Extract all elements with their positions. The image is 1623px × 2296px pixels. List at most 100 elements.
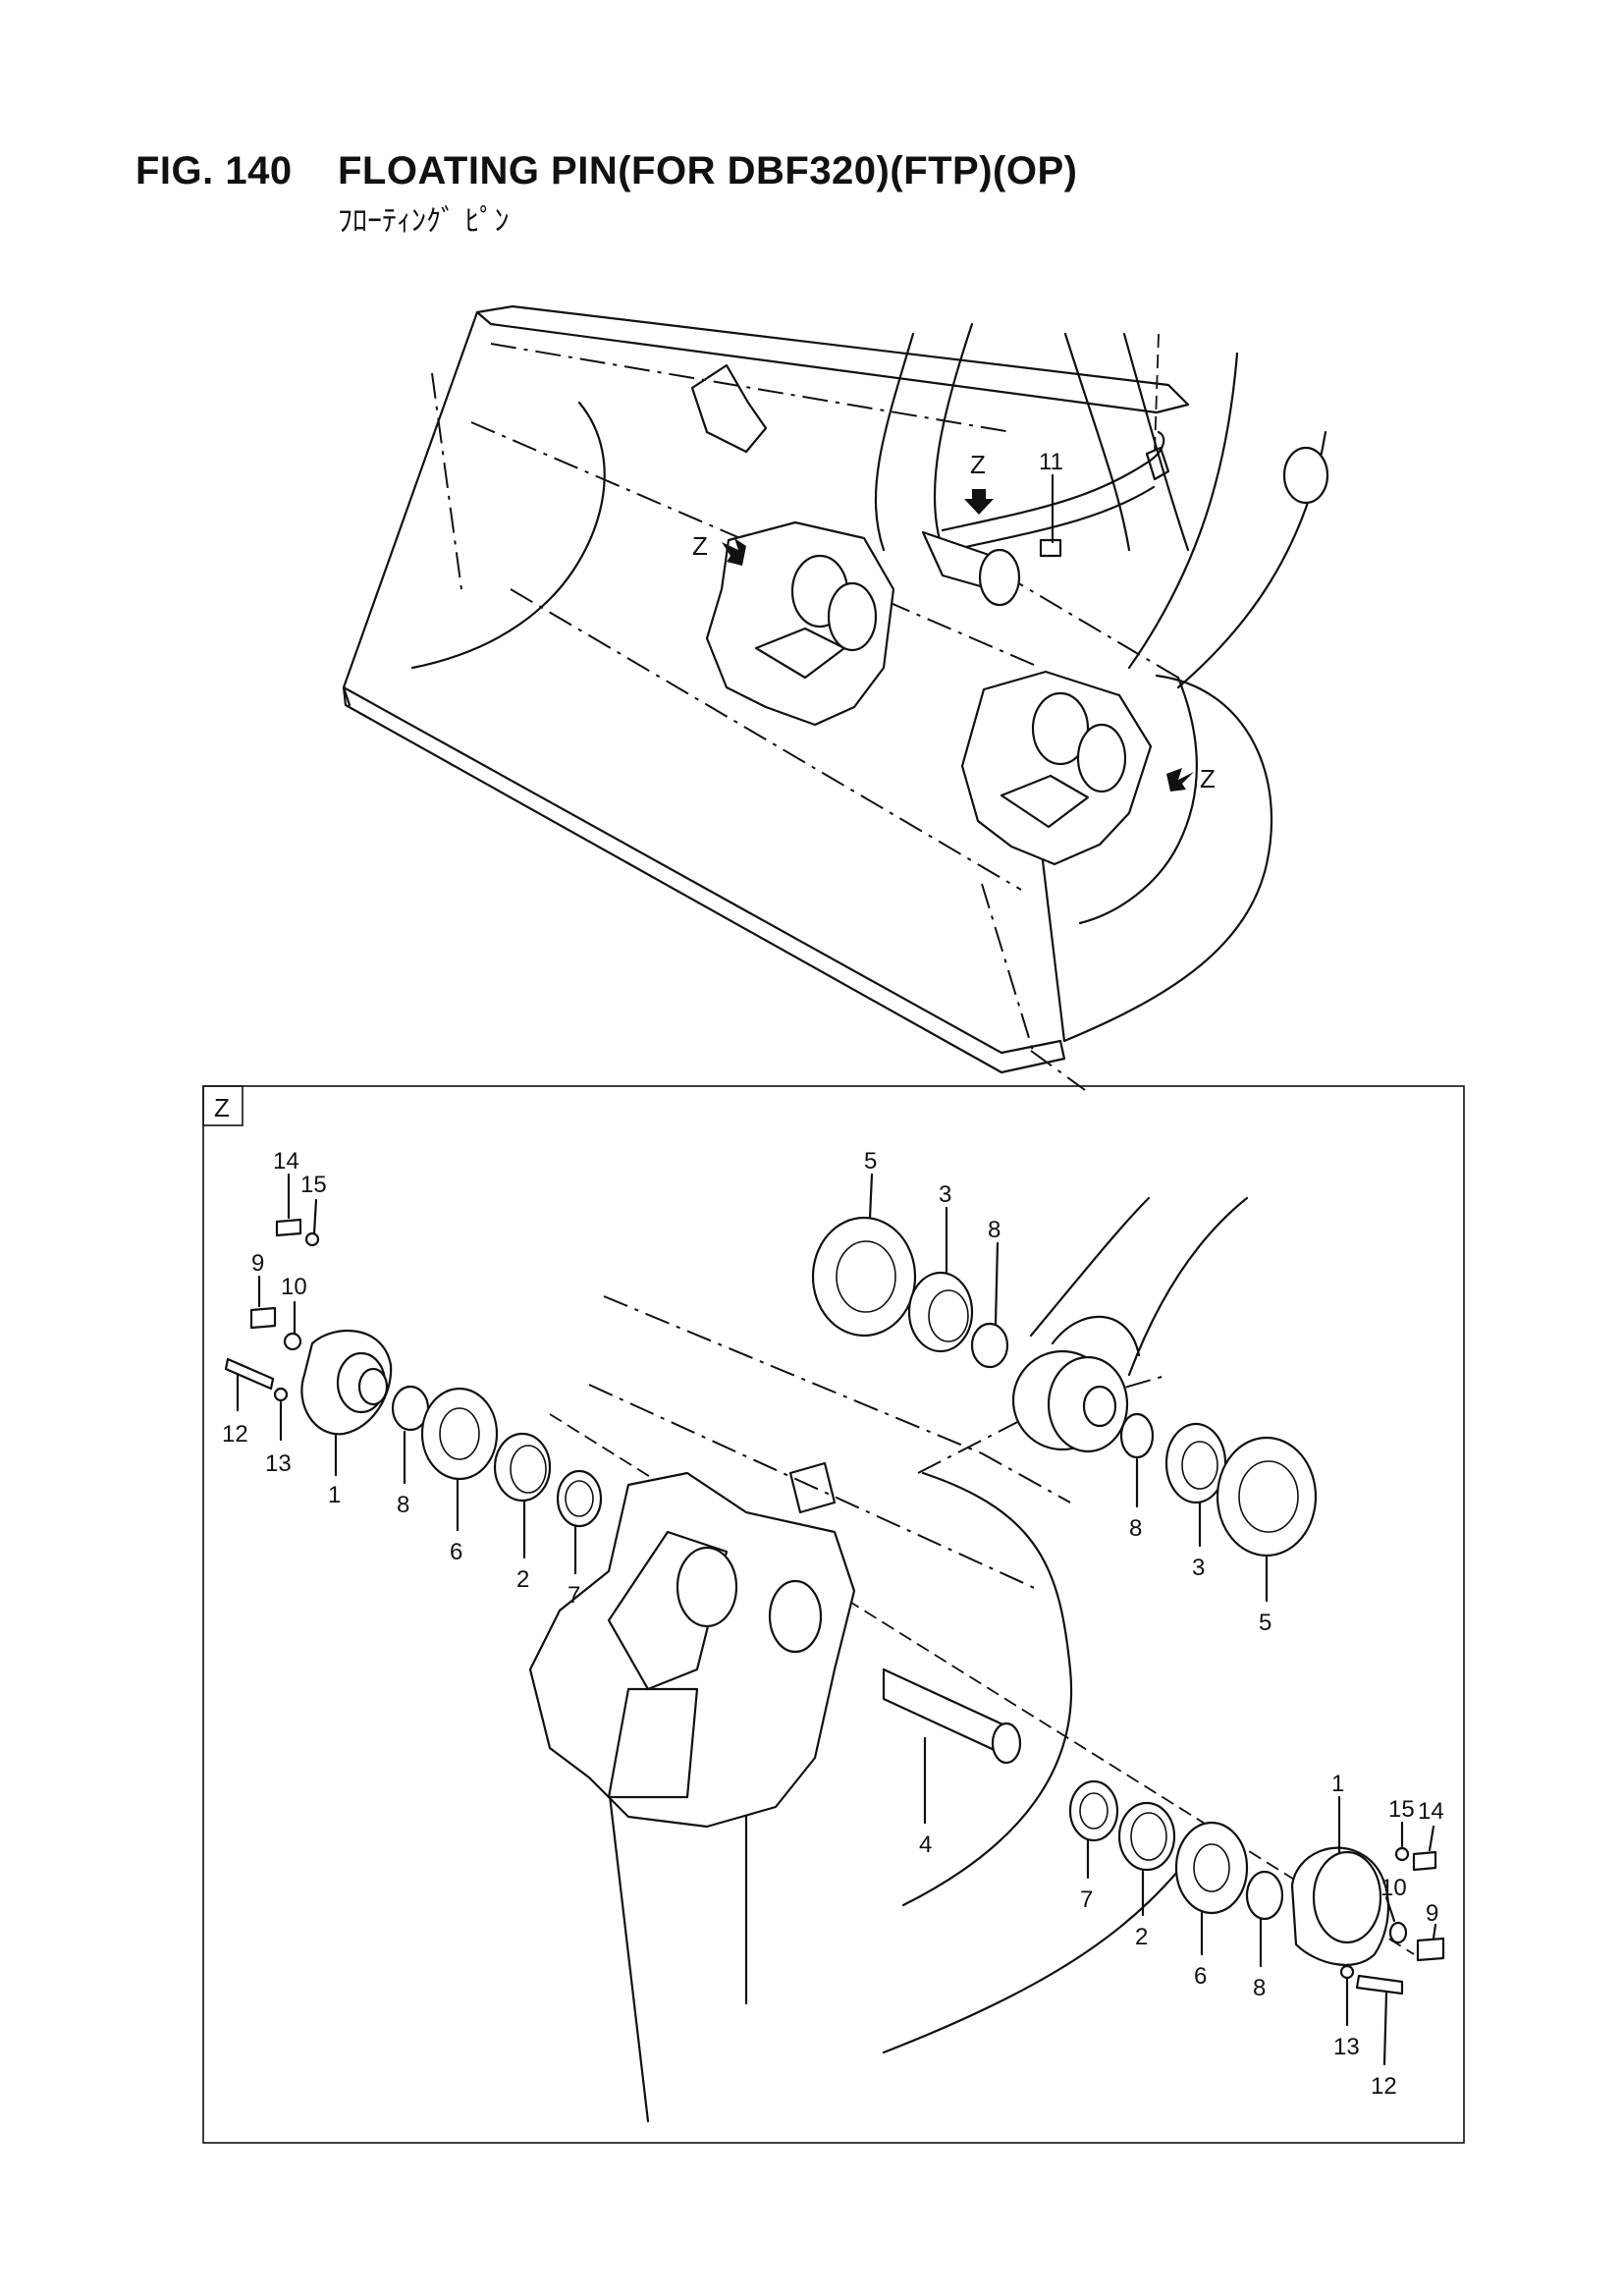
callout-label: 6	[1194, 1963, 1207, 1990]
bolt-14-right	[1412, 1850, 1437, 1872]
centerline	[1154, 333, 1160, 453]
figure-title: FLOATING PIN(FOR DBF320)(FTP)(OP)	[338, 149, 1078, 192]
bracket-web-2	[607, 1687, 699, 1799]
callout-label: 5	[864, 1148, 877, 1175]
callout-label: 10	[1380, 1875, 1407, 1901]
seal-7-right-bore	[1079, 1792, 1109, 1830]
bracket-bore	[768, 1579, 823, 1654]
callout-label: 10	[281, 1274, 307, 1300]
callout-label: 1	[1331, 1771, 1344, 1797]
arm-boss-bore	[1082, 1385, 1117, 1428]
plate-5-lower-bore	[1238, 1460, 1299, 1533]
view-arrow-icon	[722, 538, 746, 566]
detail-view-z: Z 4	[202, 1085, 1465, 2144]
callout-label: 8	[1253, 1975, 1266, 2001]
bucket-bottom-edge	[342, 685, 1066, 1074]
callout-label: 6	[450, 1539, 462, 1565]
floating-pin-4-end	[991, 1722, 1022, 1765]
washer-10-right	[1388, 1921, 1408, 1944]
callout-label: 14	[1418, 1798, 1444, 1825]
hub-1-right-face	[1312, 1850, 1382, 1944]
callout-label: 13	[265, 1450, 292, 1477]
bucket-hidden-line	[431, 372, 462, 590]
washer-10	[283, 1332, 302, 1351]
view-marker: Z	[1200, 764, 1216, 793]
washer-15-right	[1394, 1846, 1410, 1862]
callout-label: 9	[251, 1250, 264, 1277]
bucket-curve	[901, 1471, 1073, 1907]
rear-gusset	[690, 363, 768, 454]
leader-line	[1384, 1895, 1396, 1923]
bucket-overview: 11 Z Z Z	[342, 304, 1329, 1091]
view-arrow-icon	[1166, 768, 1194, 792]
o-ring-8-right	[1245, 1870, 1284, 1921]
right-pin-bracket	[960, 670, 1153, 866]
bucket-right-curve	[1062, 674, 1273, 1043]
o-ring-8-upper	[970, 1322, 1009, 1369]
washer-13-right	[1339, 1964, 1355, 1980]
leader-line	[1432, 1923, 1437, 1941]
callout-label: 7	[1080, 1886, 1093, 1913]
leader-line	[868, 1173, 874, 1220]
right-pin-hub	[1031, 691, 1090, 766]
callout-label: 2	[516, 1566, 529, 1593]
callout-label: 1	[328, 1482, 341, 1508]
bucket-inner-curve	[410, 401, 606, 670]
view-label-box	[202, 1085, 243, 1126]
left-pin-cap	[827, 581, 878, 652]
leader-line	[994, 1241, 1000, 1326]
bucket-hidden-line	[588, 1384, 1042, 1592]
bucket-hidden-line	[1030, 1050, 1086, 1091]
callout-label: 15	[300, 1172, 327, 1198]
plate-5-upper-bore	[836, 1240, 896, 1313]
bucket-hidden-line	[981, 883, 1034, 1052]
arm-right-outer	[1127, 352, 1239, 670]
pin-bracket	[528, 1471, 856, 1829]
callout-label: 8	[1129, 1515, 1142, 1542]
figure-number: FIG. 140	[135, 149, 293, 192]
hub-1-left-bore	[357, 1367, 389, 1406]
callout-label: 8	[988, 1217, 1001, 1243]
view-marker: Z	[692, 531, 708, 561]
leader-line	[1382, 1992, 1388, 2066]
left-pin-bracket	[705, 520, 895, 727]
lift-arm	[1029, 1196, 1249, 1377]
callout-label: 4	[919, 1831, 932, 1858]
bucket-hidden-line	[510, 588, 1022, 891]
leader-line	[312, 1198, 318, 1235]
callout-label: 3	[939, 1181, 951, 1208]
seal-7-right	[1068, 1779, 1119, 1842]
bushing-3-upper-bore	[928, 1289, 969, 1342]
o-ring-8-mid	[1119, 1412, 1155, 1459]
shim-6	[420, 1387, 499, 1481]
right-bracket-inner	[1000, 774, 1090, 829]
bushing-2	[493, 1432, 552, 1503]
plate-5-lower	[1216, 1436, 1318, 1558]
callout-label: 12	[1371, 2073, 1397, 2100]
plate-5-upper	[811, 1216, 917, 1338]
bucket-left-side	[342, 310, 479, 707]
bracket-bore	[676, 1546, 738, 1628]
callout-label: 11	[1039, 449, 1063, 475]
bracket-top-block	[788, 1461, 837, 1514]
detail-frame	[202, 1085, 1465, 2144]
seal-7	[556, 1469, 603, 1528]
callout-label: 13	[1333, 2034, 1360, 2060]
bushing-2-right-bore	[1130, 1812, 1167, 1861]
callout-label: 7	[568, 1582, 580, 1609]
callout-label: 3	[1192, 1555, 1205, 1581]
lift-arm-left	[874, 322, 974, 552]
bucket-hidden-line	[961, 549, 1179, 679]
bushing-3-lower	[1164, 1422, 1227, 1504]
callout-label: 12	[222, 1421, 248, 1448]
right-pin-cap	[1076, 723, 1127, 793]
link-pin-boss	[1145, 446, 1170, 481]
bolt-11	[1039, 538, 1062, 558]
washer-15	[304, 1231, 320, 1247]
bushing-2-bore	[510, 1445, 547, 1494]
view-label: Z	[214, 1093, 230, 1122]
bucket-front-curve	[1078, 676, 1198, 925]
bucket-lower-curve	[882, 1844, 1200, 2054]
arm-lower	[607, 1785, 748, 2123]
